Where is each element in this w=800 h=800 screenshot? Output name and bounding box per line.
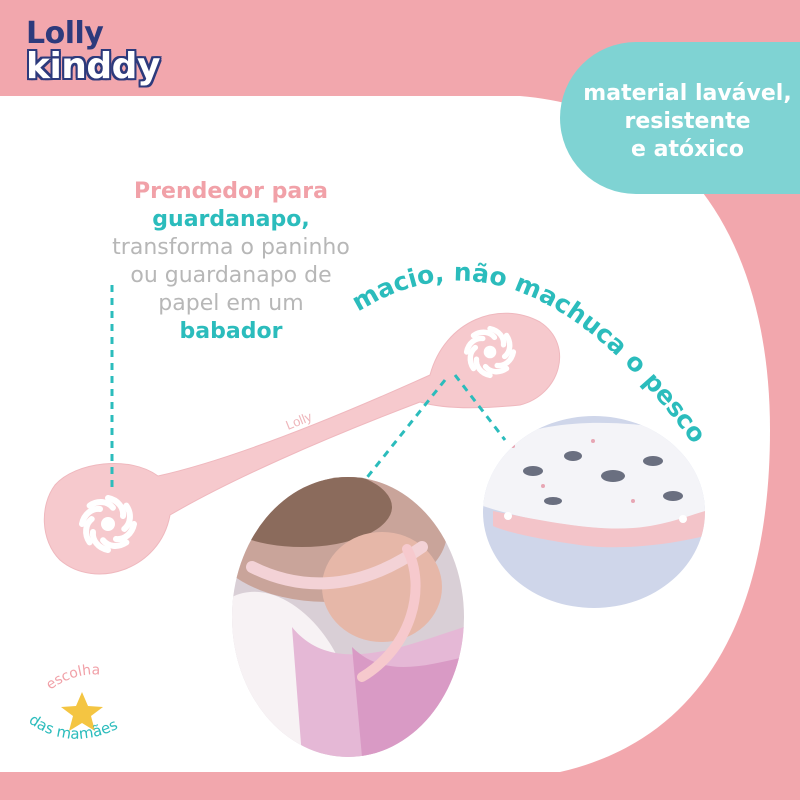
brand-logo-line2: kinddy xyxy=(26,46,160,87)
right-swirl-icon xyxy=(464,326,516,378)
left-swirl-icon xyxy=(79,495,137,553)
photo-child-wearing-clip xyxy=(232,477,464,757)
pointer-line-right xyxy=(453,374,507,441)
desc-line4: ou guardanapo de xyxy=(130,263,332,288)
desc-line2: guardanapo, xyxy=(152,207,310,232)
badge-line1: material lavável, xyxy=(583,81,792,106)
desc-line1: Prendedor para xyxy=(134,179,328,204)
feature-badge-text: material lavável, resistente e atóxico xyxy=(575,80,800,164)
feature-badge xyxy=(560,42,800,194)
product-description: Prendedor para guardanapo, transforma o … xyxy=(96,178,366,346)
desc-line5: papel em um xyxy=(158,291,304,316)
tagline-text: macio, não machuca o pescoço xyxy=(0,0,712,448)
photo-napkin-with-clip xyxy=(483,416,705,608)
award-seal: escolha das mamães xyxy=(20,660,170,780)
desc-line3: transforma o paninho xyxy=(112,235,350,260)
desc-line6: babador xyxy=(179,319,283,344)
badge-line2: resistente xyxy=(624,109,751,134)
seal-top-text: escolha xyxy=(43,662,100,693)
tagline-arc: macio, não machuca o pescoço xyxy=(0,0,712,448)
star-icon xyxy=(61,692,103,731)
brand-logo-line1: Lolly xyxy=(26,16,104,51)
brand-logo: Lolly kinddy xyxy=(24,16,164,96)
badge-line3: e atóxico xyxy=(631,137,744,162)
napkin-clip xyxy=(43,312,561,575)
